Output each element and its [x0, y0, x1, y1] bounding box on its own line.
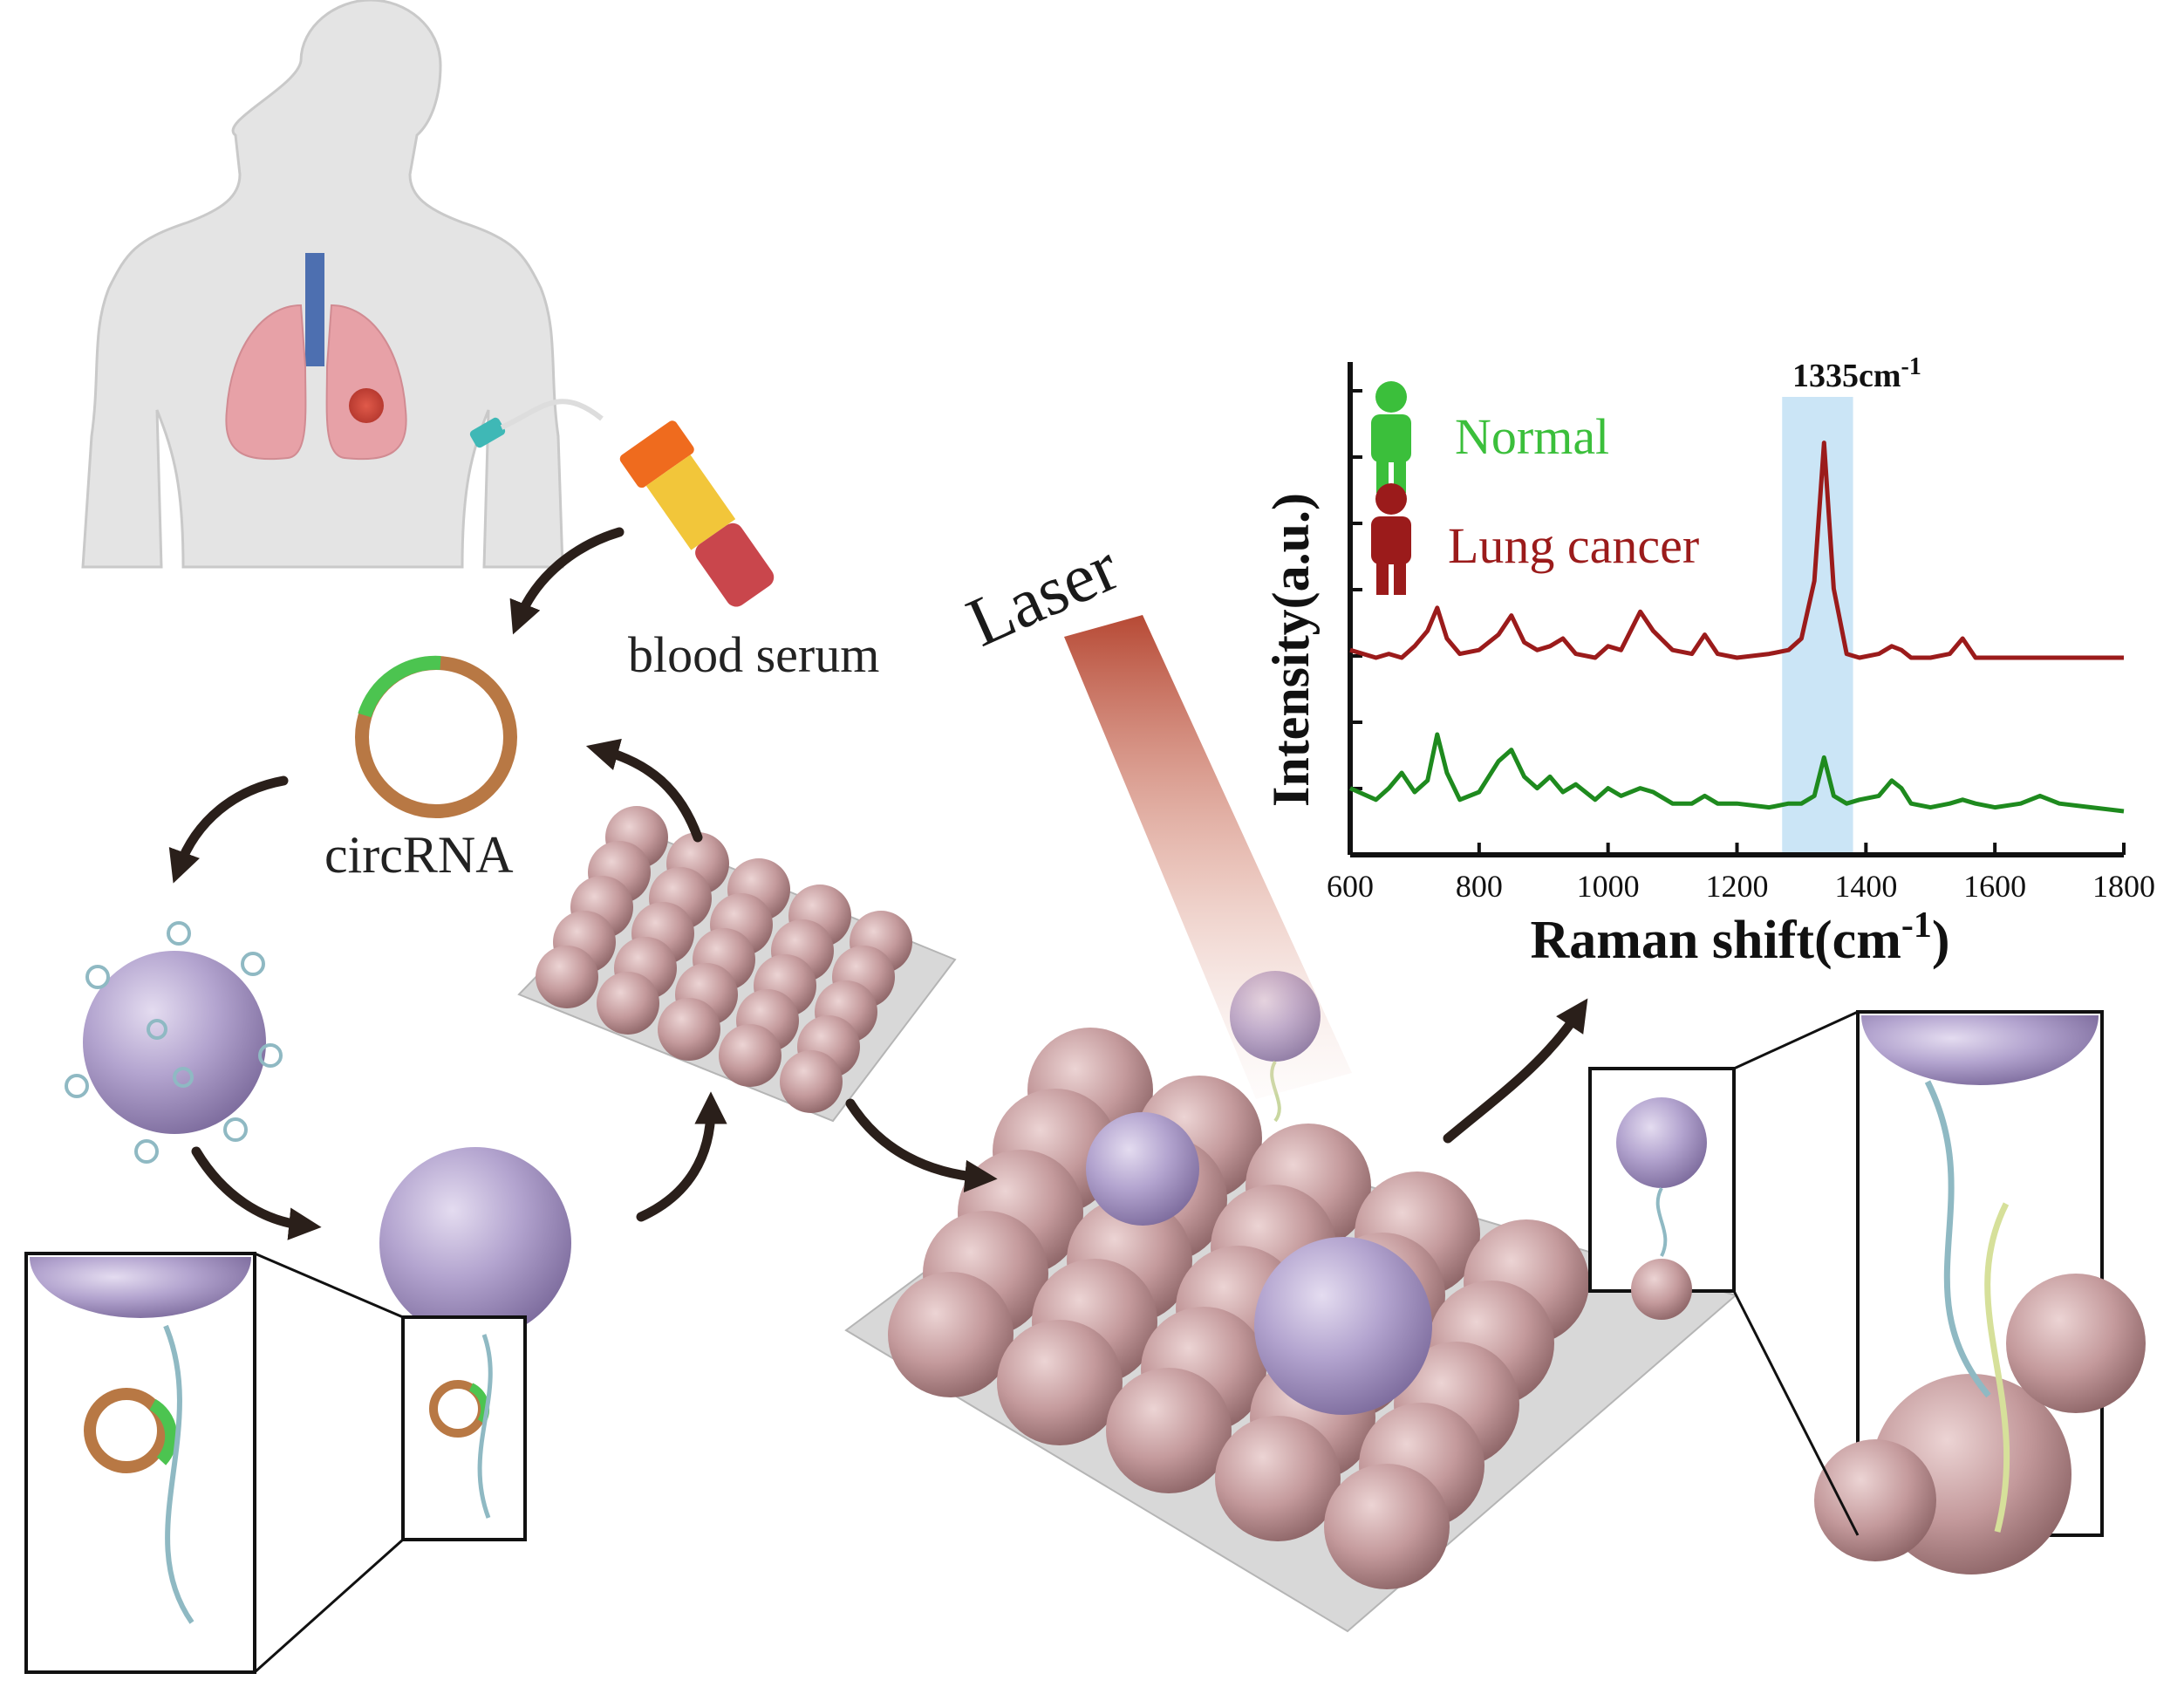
x-tick-label: 1800: [2092, 869, 2155, 904]
circrna-ring: [355, 655, 517, 818]
left-lung: [225, 304, 307, 461]
right-lung: [325, 304, 407, 461]
pink-sphere: [1215, 1416, 1341, 1541]
x-axis-label-suffix: ): [1932, 911, 1950, 970]
tube-body-blood: [695, 523, 775, 607]
y-axis-label: Intensity(a.u.): [1262, 493, 1320, 807]
x-tick-label: 1600: [1963, 869, 2026, 904]
x-axis-label: Raman shift(cm-1): [1531, 905, 1950, 970]
series-line-lung-cancer: [1349, 441, 2124, 660]
tube-body-serum: [645, 454, 736, 550]
pink-sphere: [1106, 1368, 1232, 1493]
zoom-box-right-small: [1588, 1067, 1736, 1320]
x-ticks: 600 800 1000 1200 1400 1600 1800: [1327, 843, 2155, 904]
zoom-box-large: [24, 1252, 404, 1674]
substrate-small: [517, 806, 957, 1123]
series-line-normal: [1348, 732, 2125, 814]
circrna-label: circRNA: [324, 826, 514, 884]
human-figure-illustration: [81, 0, 604, 569]
arrow-substrate-to-circrna: [585, 738, 703, 843]
trachea: [305, 253, 324, 366]
blood-serum-label: blood serum: [628, 626, 879, 683]
pink-sphere: [780, 1050, 843, 1113]
tumor-nodule: [349, 388, 384, 423]
legend: Normal Lung cancer: [1371, 381, 1699, 595]
capture-ball-center: [1254, 1237, 1432, 1415]
peak-label: 1335cm-1: [1792, 353, 1921, 394]
peak-label-sup: -1: [1901, 353, 1921, 380]
probe-nanoparticle: [65, 921, 283, 1164]
probe-capture-ball: [379, 1147, 571, 1339]
pink-sphere: [658, 998, 720, 1061]
arrow-small-to-large-substrate: [845, 1098, 998, 1193]
substrate-small-spheres: [536, 806, 912, 1113]
pink-sphere: [536, 946, 598, 1008]
pink-sphere: [597, 972, 659, 1035]
iv-catheter: [469, 417, 506, 448]
lung-cancer-person-icon: [1371, 483, 1411, 595]
arrow-capture-to-substrate: [636, 1091, 727, 1222]
pink-sphere: [888, 1272, 1014, 1397]
zoom-box-right-large: [1732, 1010, 2146, 1574]
capture-ball-left: [1086, 1112, 1199, 1226]
x-tick-label: 1000: [1577, 869, 1640, 904]
x-tick-label: 800: [1456, 869, 1503, 904]
blood-tube-illustration: [619, 420, 775, 607]
x-tick-label: 600: [1327, 869, 1374, 904]
flow-arrows: [168, 527, 1588, 1240]
series-lines: [1348, 441, 2125, 814]
raman-spectrum-chart: 600 800 1000 1200 1400 1600 1800 Intensity(a.u…: [1262, 353, 2155, 970]
legend-normal-label: Normal: [1455, 408, 1609, 465]
x-tick-label: 1200: [1706, 869, 1769, 904]
arrow-probe-to-capture: [191, 1146, 322, 1240]
legend-lung-cancer-label: Lung cancer: [1448, 517, 1699, 574]
normal-person-icon: [1371, 381, 1411, 493]
arrow-substrate-to-spectrum: [1443, 998, 1588, 1144]
iv-tube: [500, 399, 604, 430]
tube-cap: [619, 420, 694, 488]
pink-sphere: [997, 1320, 1123, 1445]
x-axis-label-sup: -1: [1901, 905, 1932, 946]
x-tick-label: 1400: [1834, 869, 1897, 904]
laser-beam: [1064, 615, 1352, 1099]
peak-label-text: 1335cm: [1792, 358, 1901, 394]
zoom-box-small: [401, 1315, 527, 1541]
pink-sphere: [719, 1024, 781, 1087]
x-axis-label-text: Raman shift(cm: [1531, 911, 1901, 970]
arrow-serum-to-circrna: [509, 527, 624, 635]
arrow-circrna-to-probe: [168, 775, 289, 884]
pink-sphere: [1324, 1464, 1450, 1589]
